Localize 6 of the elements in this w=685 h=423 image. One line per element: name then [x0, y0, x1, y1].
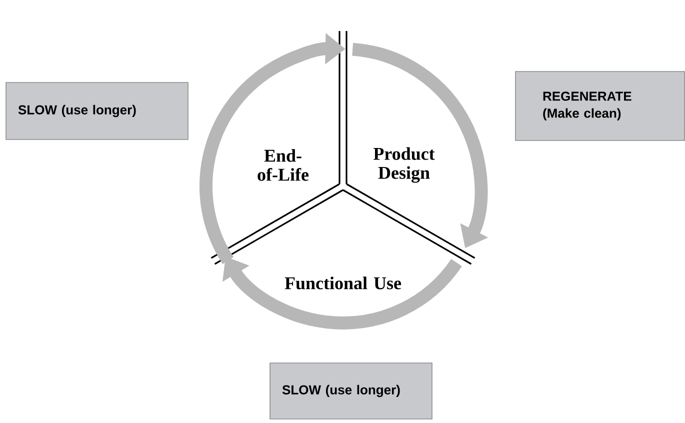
sector-label: End-of-Life — [258, 149, 309, 181]
sector-label: Product Design — [373, 147, 435, 183]
sector-label: Functional Use — [284, 276, 402, 290]
text-box: SLOW (use longer) — [6, 82, 188, 140]
text-box: SLOW (use longer) — [270, 362, 432, 420]
text-box: REGENERATE (Make clean) — [515, 71, 685, 141]
